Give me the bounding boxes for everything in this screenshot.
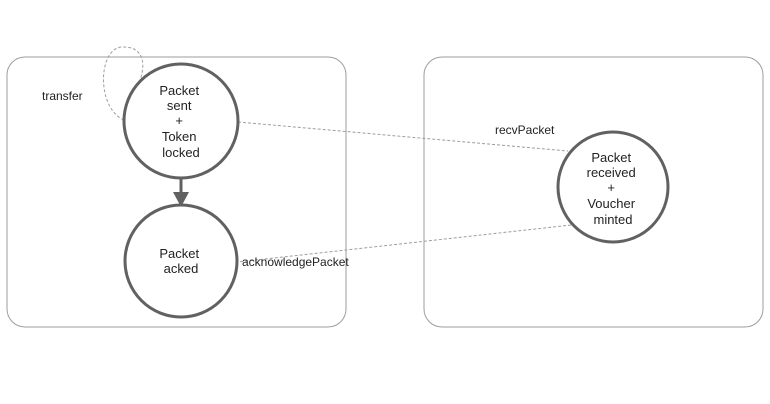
packet-received-node xyxy=(556,130,670,244)
packet-received-label-line: minted xyxy=(593,212,632,227)
packet-acked-node-label: Packet acked xyxy=(159,246,202,276)
acknowledge-packet-edge xyxy=(237,224,572,263)
packet-sent-node-label: Packet sent + Token locked xyxy=(159,83,202,160)
packet-acked-node xyxy=(123,203,239,319)
acknowledge-packet-edge-label: acknowledgePacket xyxy=(242,255,349,269)
recv-packet-edge-label: recvPacket xyxy=(495,123,555,137)
packet-received-node-label: Packet received + Voucher minted xyxy=(587,150,640,227)
recv-packet-edge xyxy=(237,121,569,152)
sent-to-acked-arrowhead xyxy=(173,192,189,207)
transfer-self-loop-edge xyxy=(103,46,144,121)
packet-sent-label-line: locked xyxy=(162,145,200,160)
transfer-edge-label: transfer xyxy=(42,89,83,103)
packet-sent-label-line: Token xyxy=(162,129,197,144)
source-chain-container xyxy=(6,56,347,328)
packet-sent-label-line: + xyxy=(175,113,183,128)
packet-received-label-line: Voucher xyxy=(587,196,635,211)
packet-acked-label-line: Packet xyxy=(159,246,199,261)
packet-received-label-line: Packet xyxy=(591,150,631,165)
packet-sent-node xyxy=(122,62,240,180)
destination-chain-container xyxy=(423,56,764,328)
packet-acked-label-line: acked xyxy=(164,261,199,276)
packet-received-label-line: received xyxy=(587,165,636,180)
packet-received-label-line: + xyxy=(607,180,615,195)
packet-sent-label-line: Packet xyxy=(159,83,199,98)
packet-sent-label-line: sent xyxy=(167,98,192,113)
